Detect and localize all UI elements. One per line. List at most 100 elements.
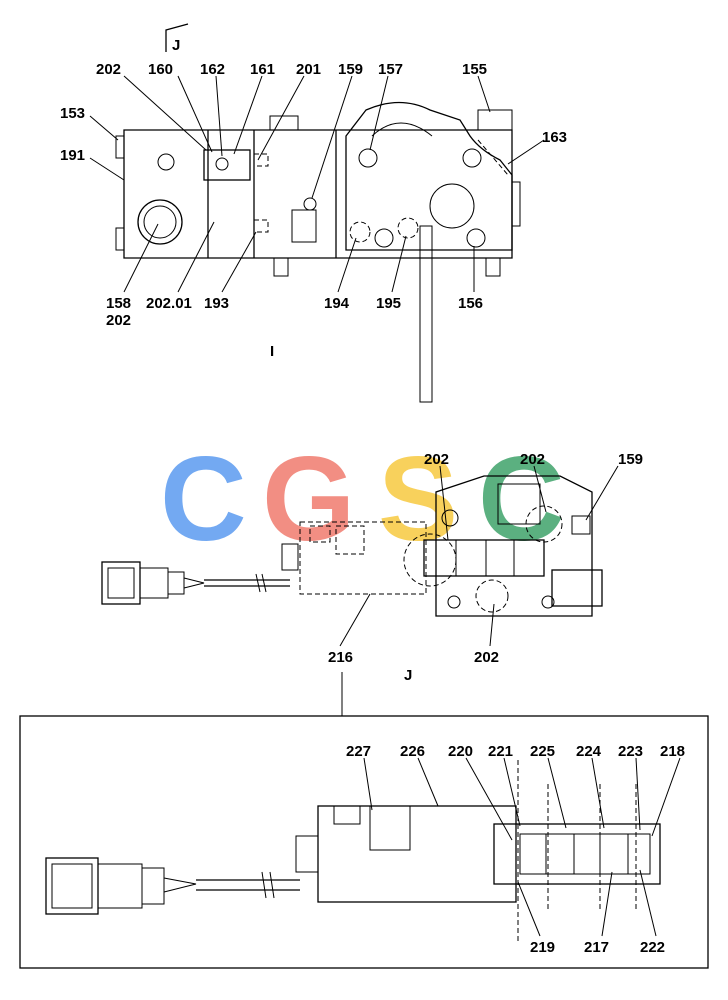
leader-163 xyxy=(507,139,545,165)
top-boss-2 xyxy=(477,109,513,131)
leader-227 xyxy=(363,757,373,811)
label-202-mid-c: 202 xyxy=(474,649,499,666)
label-193: 193 xyxy=(204,295,229,312)
label-202-mid-a: 202 xyxy=(424,451,449,468)
section-arrow-j xyxy=(165,23,189,52)
label-194: 194 xyxy=(324,295,350,312)
leader-224 xyxy=(591,757,605,829)
detail-plug xyxy=(45,857,99,915)
block-bolt-br xyxy=(541,595,555,609)
label-201: 201 xyxy=(296,61,321,78)
top-boss-1 xyxy=(269,115,299,131)
solenoid-window xyxy=(335,525,365,555)
plug-158 xyxy=(137,199,183,245)
detail-solenoid xyxy=(317,805,517,903)
label-202-sub: 202 xyxy=(106,312,131,329)
watermark-letter-3: S xyxy=(378,432,458,566)
label-202-mid-b: 202 xyxy=(520,451,545,468)
block-port xyxy=(497,483,541,525)
label-224: 224 xyxy=(576,743,602,760)
bolt-157 xyxy=(358,148,378,168)
detail-spool xyxy=(519,833,651,875)
left-lug-bottom xyxy=(115,227,125,251)
leader-159 xyxy=(311,75,353,199)
label-227: 227 xyxy=(346,743,371,760)
watermark-letter-4: C xyxy=(478,432,565,566)
leader-155 xyxy=(477,75,491,113)
bolt-lower-left xyxy=(374,228,394,248)
valve-body-outline xyxy=(123,129,513,259)
leader-153 xyxy=(89,115,119,141)
bolt-156 xyxy=(466,228,486,248)
hidden-plug-194 xyxy=(349,221,371,243)
middle-view: 202 202 159 216 202 J xyxy=(101,451,643,684)
solenoid-connector xyxy=(203,149,251,181)
leader-216 xyxy=(339,593,371,647)
flange-arch xyxy=(371,122,433,137)
label-218: 218 xyxy=(660,743,685,760)
label-226: 226 xyxy=(400,743,425,760)
label-195: 195 xyxy=(376,295,401,312)
detail-cap-227 xyxy=(333,805,361,825)
large-port xyxy=(429,183,475,229)
cable-break xyxy=(255,573,267,593)
label-161: 161 xyxy=(250,61,275,78)
leader-161 xyxy=(233,75,263,155)
label-202-01: 202.01 xyxy=(146,295,192,312)
section-label-j: J xyxy=(404,667,412,684)
left-lug-top xyxy=(115,135,125,159)
shaft xyxy=(419,225,433,403)
detail-cable-break xyxy=(261,871,275,899)
fitting-159-mid xyxy=(571,515,591,535)
leader-158 xyxy=(123,223,159,293)
leader-222 xyxy=(639,869,657,937)
leader-157 xyxy=(369,75,389,151)
leader-223 xyxy=(635,757,641,831)
view-marker-j: J xyxy=(172,37,180,54)
solenoid-216 xyxy=(299,521,427,595)
hidden-plug-195 xyxy=(397,217,419,239)
label-221: 221 xyxy=(488,743,513,760)
label-216: 216 xyxy=(328,649,353,666)
detail-frame xyxy=(19,715,709,969)
leader-202 xyxy=(123,75,207,151)
leader-159-mid xyxy=(585,465,619,521)
label-191: 191 xyxy=(60,147,85,164)
plug-ferrule xyxy=(167,571,185,595)
label-158: 158 xyxy=(106,295,131,312)
detail-crimp xyxy=(163,877,197,893)
label-219: 219 xyxy=(530,939,555,956)
label-162: 162 xyxy=(200,61,225,78)
bolt-155 xyxy=(462,148,482,168)
side-fitting xyxy=(551,569,603,607)
leader-202-a xyxy=(439,465,449,541)
label-225: 225 xyxy=(530,743,555,760)
leader-160 xyxy=(177,75,213,153)
stud-right xyxy=(485,257,501,277)
block-bolt-bl xyxy=(447,595,461,609)
leader-202-b xyxy=(533,465,547,513)
stud-left xyxy=(273,257,289,277)
fitting-159 xyxy=(291,209,317,243)
top-view: J xyxy=(60,23,567,403)
hidden-edge-163 xyxy=(477,139,509,176)
watermark-letter-2: G xyxy=(262,432,355,566)
block-bolt-top xyxy=(441,509,459,527)
leader-194 xyxy=(337,237,357,293)
label-159-mid: 159 xyxy=(618,451,643,468)
leader-201 xyxy=(257,75,305,161)
detail-plug-inner xyxy=(51,863,93,909)
spool-assembly xyxy=(423,539,545,577)
section-label-i: I xyxy=(270,343,274,360)
leader-225 xyxy=(547,757,567,829)
detail-view: 227 226 220 221 225 224 223 218 219 217 … xyxy=(19,672,709,969)
solenoid-nut xyxy=(281,543,299,571)
right-port xyxy=(511,181,521,227)
detail-circle-left xyxy=(403,533,457,587)
label-157: 157 xyxy=(378,61,403,78)
label-155: 155 xyxy=(462,61,487,78)
plug-boot xyxy=(139,567,169,599)
watermark-letter-1: C xyxy=(160,432,247,566)
